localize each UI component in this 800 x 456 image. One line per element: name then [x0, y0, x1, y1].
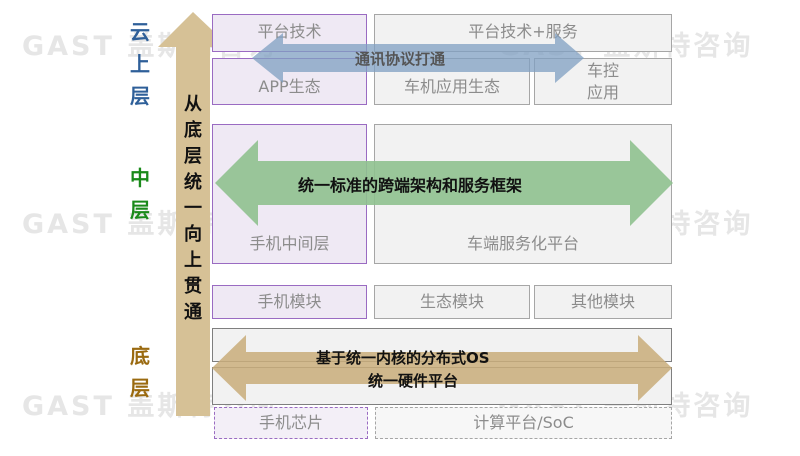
box-compute-platform: 计算平台/SoC: [375, 407, 672, 439]
box-eco-module: 生态模块: [374, 285, 530, 319]
layer-label-cloud: 云上层: [130, 20, 150, 108]
platform-arrow: [212, 335, 672, 401]
layer-label-bottom: 底层: [130, 344, 150, 400]
comm-arrow: [252, 33, 584, 83]
vertical-arrow-label: 从底层统一向上贯通: [184, 94, 202, 323]
box-phone-module: 手机模块: [212, 285, 367, 319]
comm-arrow-label: 通讯协议打通: [355, 50, 446, 68]
os-arrow-label: 基于统一内核的分布式OS: [316, 349, 490, 367]
framework-arrow-label: 统一标准的跨端架构和服务框架: [298, 176, 523, 195]
layer-label-middle: 中层: [130, 166, 150, 222]
box-phone-chip: 手机芯片: [214, 407, 368, 439]
box-other-module: 其他模块: [534, 285, 672, 319]
hardware-arrow-label: 统一硬件平台: [368, 372, 459, 390]
framework-arrow: [215, 140, 673, 226]
